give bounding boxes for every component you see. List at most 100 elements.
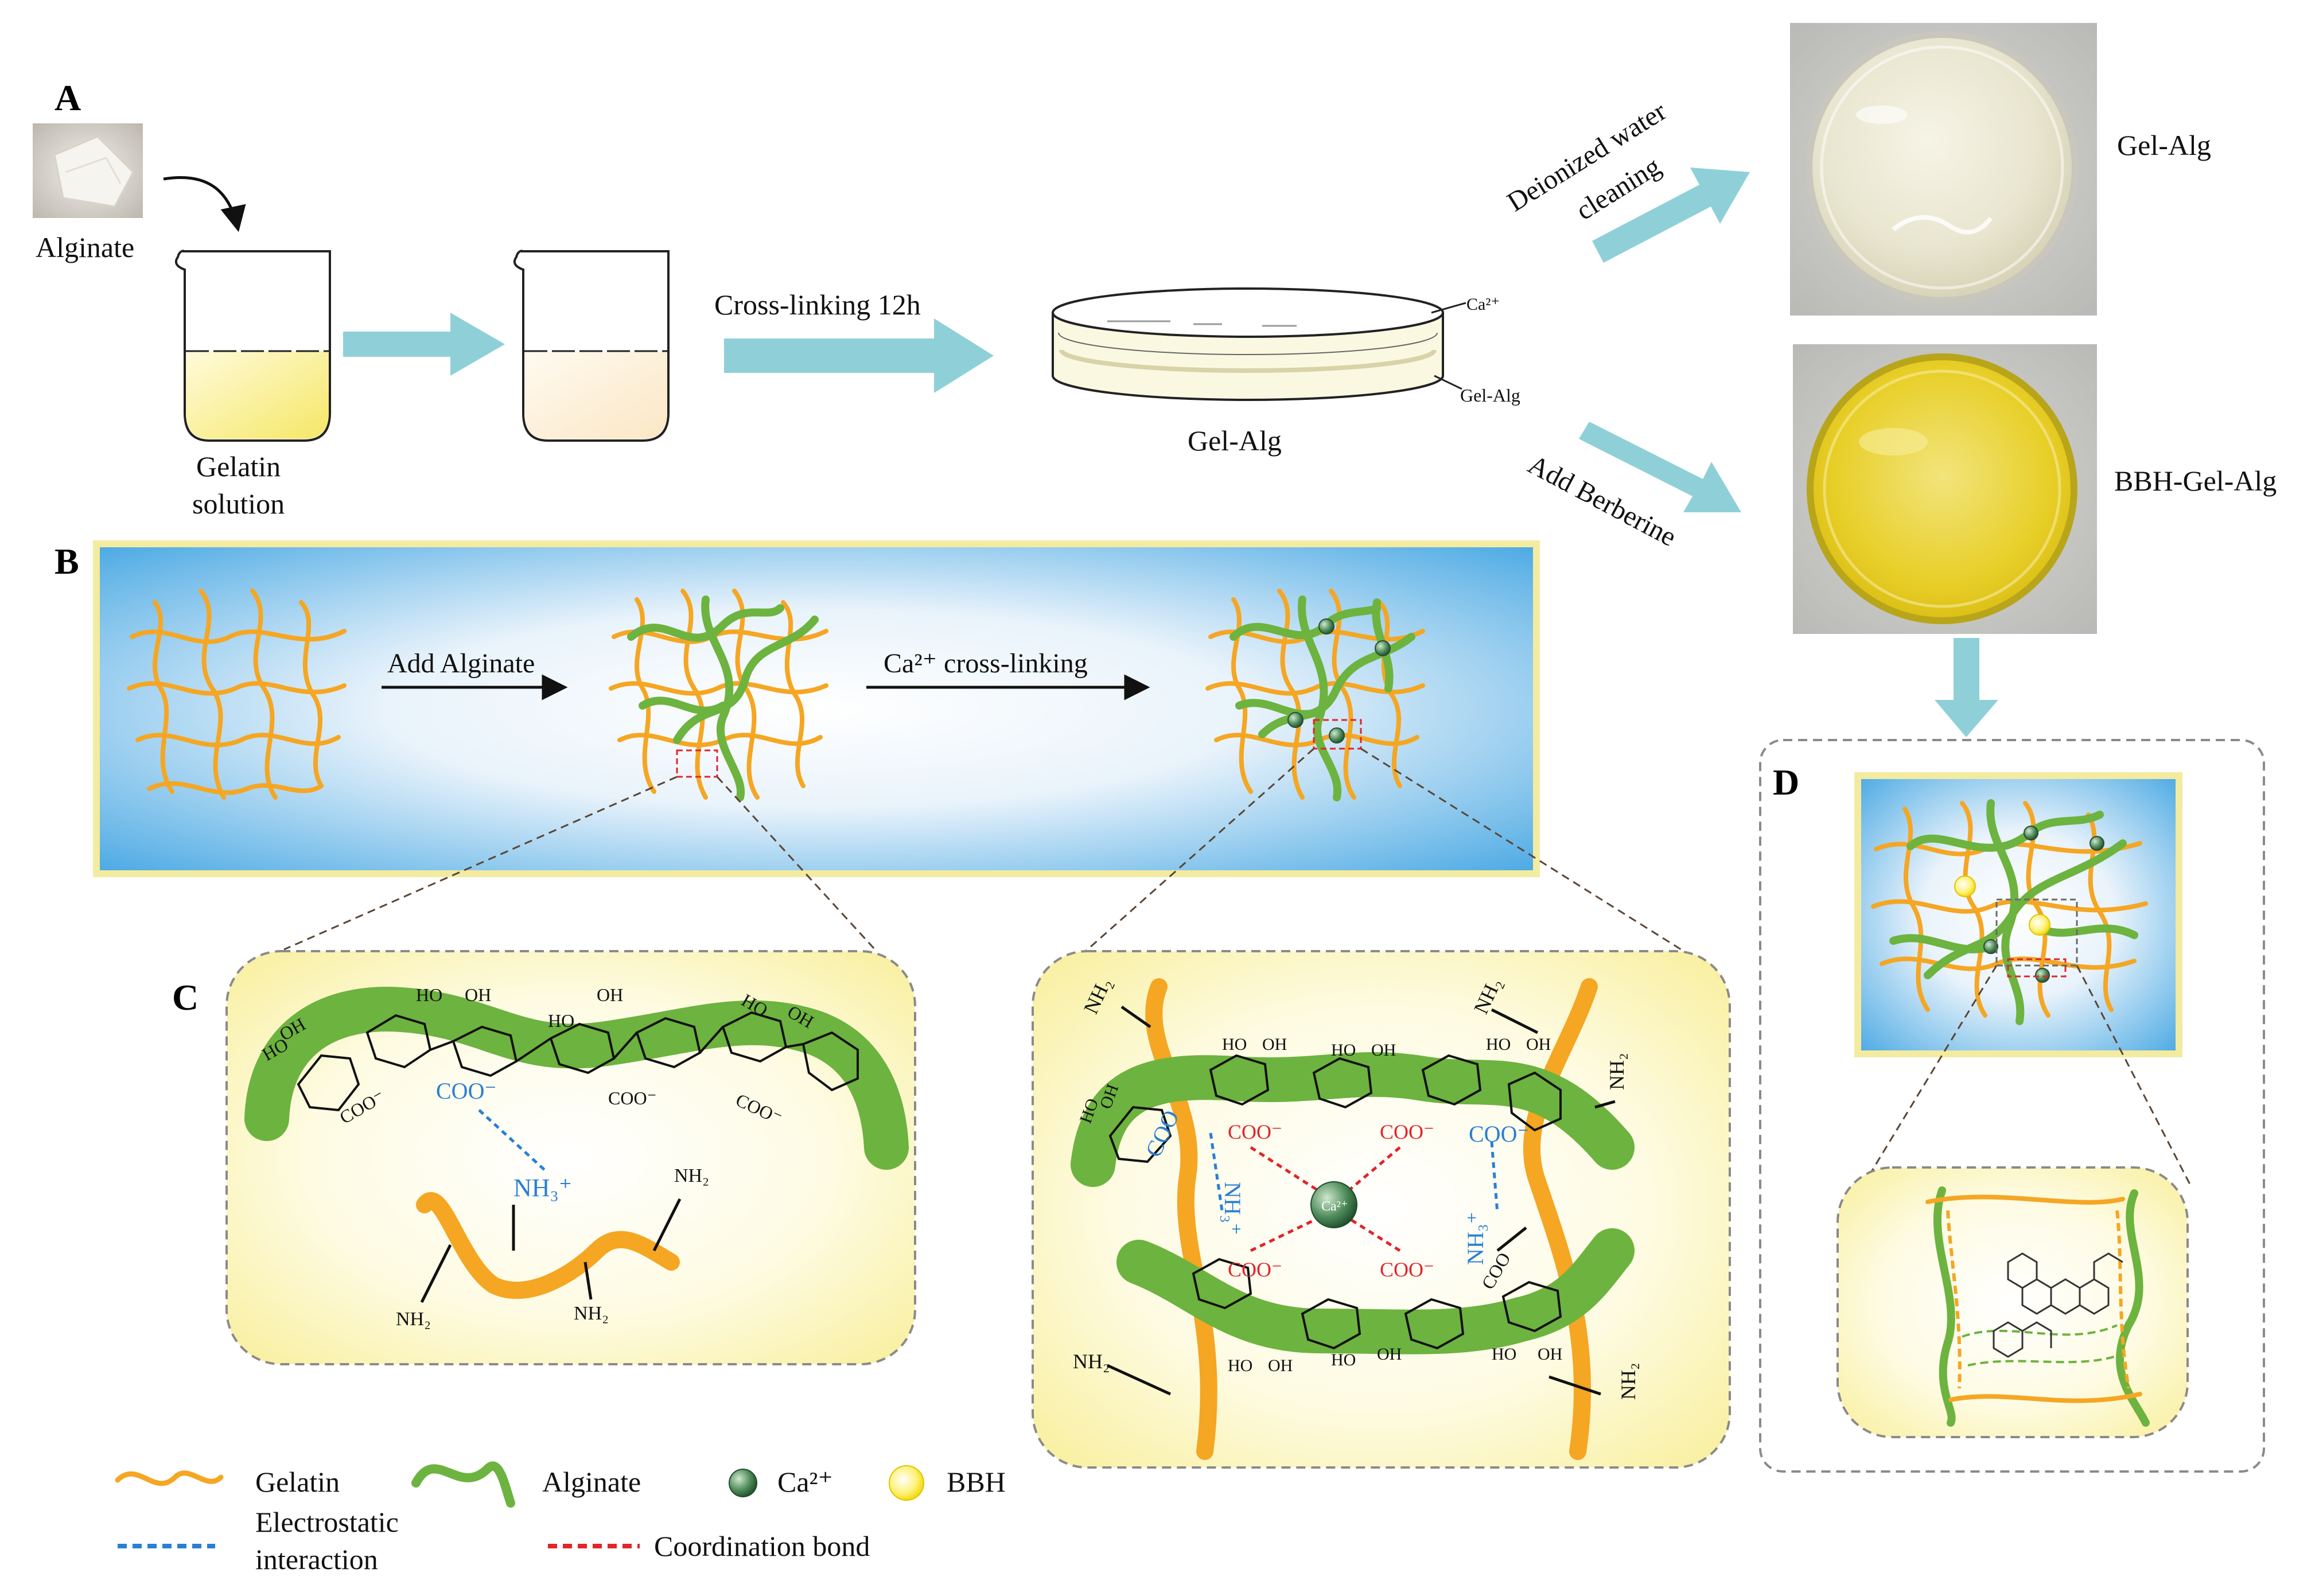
panel-label-c: C xyxy=(172,977,199,1018)
coo-red-4: COO⁻ xyxy=(1380,1258,1434,1281)
c-right-sugar-rings xyxy=(1108,1054,1562,1350)
beaker-mixed xyxy=(513,250,670,442)
c-right-ho-5: HO xyxy=(1228,1356,1252,1375)
legend-bbh-swatch xyxy=(889,1465,924,1501)
gelatin-label-line1: Gelatin xyxy=(196,450,281,482)
c-left-oh-3: OH xyxy=(597,984,623,1005)
panel-c-left-box xyxy=(225,950,916,1365)
legend-alginate-swatch xyxy=(411,1461,515,1508)
photo-gel-alg xyxy=(1790,23,2097,316)
c-left-nh2-2: NH₂ xyxy=(574,1303,609,1324)
legend-electrostatic-line1: Electrostatic xyxy=(255,1506,399,1538)
c-right-nh2-4: NH₂ xyxy=(1073,1350,1110,1373)
coo-red-3: COO⁻ xyxy=(1228,1258,1282,1281)
legend: Gelatin Alginate Ca²⁺ BBH Electrostatic … xyxy=(115,1461,1006,1575)
legend-alginate-label: Alginate xyxy=(542,1466,641,1498)
c-left-ho-3: HO xyxy=(548,1010,574,1031)
c-left-nh2-1: NH₂ xyxy=(396,1309,431,1330)
arrow-add-berberine xyxy=(1579,422,1741,512)
gelatin-label-line2: solution xyxy=(192,488,285,520)
petri-dish-gel-alg xyxy=(1052,287,1466,401)
add-arrow-curved xyxy=(163,176,246,232)
arrow-crosslinking xyxy=(724,318,994,393)
ca-crosslinking-label: Ca²⁺ cross-linking xyxy=(884,648,1088,679)
alginate-powder-photo xyxy=(33,123,143,218)
legend-ca-label: Ca²⁺ xyxy=(777,1466,833,1498)
legend-gelatin-swatch xyxy=(115,1470,224,1486)
c-right-oh-1: OH xyxy=(1262,1035,1287,1054)
zoom-lines-b-to-c xyxy=(283,748,1682,953)
zoom-box-d-red xyxy=(2007,958,2067,978)
c-left-ho-2: HO xyxy=(416,984,442,1005)
zoom-lines-d xyxy=(1861,965,2193,1188)
coo-red-1: COO⁻ xyxy=(1228,1120,1282,1143)
crosslinking-label: Cross-linking 12h xyxy=(714,289,921,321)
c-right-oh-2: OH xyxy=(1371,1041,1396,1060)
alginate-network-2 xyxy=(627,595,819,801)
dish-gel-alg-label: Gel-Alg xyxy=(1460,385,1520,406)
legend-bbh-label: BBH xyxy=(947,1466,1006,1498)
ca-nodes-3 xyxy=(1287,618,1391,743)
c-right-oh-6: OH xyxy=(1538,1345,1562,1364)
c-right-oh-3: OH xyxy=(1526,1035,1551,1054)
c-left-oh-2: OH xyxy=(465,984,491,1005)
arrow-mix xyxy=(343,313,505,376)
electrostatic-bond-c-left xyxy=(478,1109,546,1171)
alginate-chain-c-left xyxy=(244,987,909,1170)
legend-ca-swatch xyxy=(729,1469,757,1497)
electrostatic-bond-c-right-1 xyxy=(1209,1132,1224,1211)
c-left-nh2-3: NH₂ xyxy=(674,1165,709,1186)
bbh-molecule-zoom xyxy=(1925,1186,2150,1427)
beaker-gelatin-solution xyxy=(175,250,331,442)
electrostatic-bond-c-right-2 xyxy=(1490,1141,1499,1214)
alginate-chains-c-right xyxy=(1071,1052,1635,1354)
photo2-label: BBH-Gel-Alg xyxy=(2114,465,2277,497)
gelatin-chains-c-right xyxy=(1145,978,1598,1460)
c-right-ho-2: HO xyxy=(1331,1041,1356,1060)
c-right-oh-4: OH xyxy=(1377,1345,1402,1364)
gelatin-network-1 xyxy=(127,589,347,800)
c-left-nh3: NH₃⁺ xyxy=(513,1174,572,1202)
arrow-down-to-d xyxy=(1935,638,1998,737)
zoom-box-b2 xyxy=(1313,719,1362,750)
panel-label-b: B xyxy=(55,541,79,582)
alginate-network-d xyxy=(1889,799,2138,1025)
c-right-coo-blue-2: COO⁻ xyxy=(1469,1121,1530,1147)
c-right-ho-3: HO xyxy=(1486,1035,1511,1054)
c-left-coo-blue: COO⁻ xyxy=(436,1078,497,1104)
zoom-box-b1 xyxy=(676,749,718,778)
alginate-label: Alginate xyxy=(36,231,134,263)
c-right-nh2-5: NH₂ xyxy=(1617,1363,1640,1400)
c-right-ho-6: HO xyxy=(1492,1345,1516,1364)
panel-d-bbh-box xyxy=(1836,1166,2189,1438)
c-right-oh-5: OH xyxy=(1268,1356,1293,1375)
ca-nodes-d xyxy=(1983,826,2104,983)
c-right-ho-1: HO xyxy=(1222,1035,1247,1054)
coordination-bonds xyxy=(1250,1146,1401,1252)
c-left-coo-3: COO⁻ xyxy=(608,1088,656,1108)
dish-caption: Gel-Alg xyxy=(1188,425,1282,457)
panel-d-box xyxy=(1759,739,2265,1473)
gelatin-chain-c-left xyxy=(416,1192,680,1299)
photo1-label: Gel-Alg xyxy=(2117,129,2211,161)
zoom-box-d xyxy=(1995,898,2078,967)
panel-label-a: A xyxy=(55,77,81,118)
bbh-particles-d xyxy=(1954,875,2050,936)
ca-ion-label: Ca²⁺ xyxy=(1321,1199,1348,1214)
dish-ca-label: Ca²⁺ xyxy=(1466,295,1500,314)
c-right-nh3-2: NH₃⁺ xyxy=(1462,1212,1488,1265)
c-right-amine-bonds xyxy=(1106,1005,1616,1396)
legend-gelatin-label: Gelatin xyxy=(255,1466,340,1498)
c-right-ho-4: HO xyxy=(1331,1350,1356,1369)
c-left-amine-bonds xyxy=(420,1198,682,1303)
coo-red-2: COO⁻ xyxy=(1380,1120,1434,1143)
photo-bbh-gel-alg xyxy=(1793,344,2097,634)
c-right-nh3-1: NH₃⁺ xyxy=(1220,1182,1246,1235)
legend-electrostatic-line2: interaction xyxy=(255,1543,378,1575)
arrow-wash xyxy=(1592,168,1750,263)
add-alginate-label: Add Alginate xyxy=(387,648,535,679)
panel-label-d: D xyxy=(1773,762,1799,803)
ca-ion-center xyxy=(1310,1181,1357,1228)
legend-coordination-label: Coordination bond xyxy=(654,1530,870,1562)
